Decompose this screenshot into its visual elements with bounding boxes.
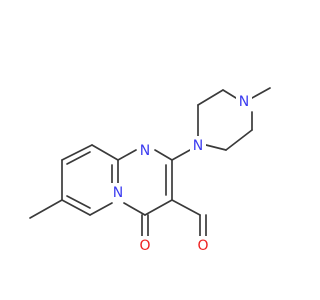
bond-c3-c4	[144, 199, 173, 216]
molecule-canvas: N N N N O O	[29, 87, 271, 254]
atom-label-n-piperazine-1: N	[193, 138, 203, 154]
bond-c8-c7-inner	[66, 151, 91, 165]
bond-c9-c8	[91, 144, 119, 161]
bond-ca-cb	[197, 89, 224, 106]
bond-c8-c7	[61, 144, 93, 161]
bond-c5-n	[89, 202, 113, 216]
atom-label-o-aldehyde: O	[197, 238, 208, 254]
bond-c2-npip	[171, 149, 191, 161]
atom-label-o-ketone: O	[139, 238, 150, 254]
bond-c9a-n1	[117, 149, 137, 161]
bond-c6-methyl	[29, 199, 63, 219]
bond-n1-c2	[154, 149, 173, 161]
atom-label-n-bridgehead: N	[113, 185, 123, 201]
bond-cc-cd	[225, 129, 253, 151]
bond-cb-n4	[222, 89, 237, 99]
atom-label-n-pyrimidine: N	[140, 143, 150, 159]
bond-n4-methyl	[251, 87, 271, 99]
bond-c3-cho	[171, 199, 201, 216]
bonds	[29, 87, 271, 237]
bond-c6-c5-inner	[66, 195, 91, 209]
bond-c6-c5	[61, 199, 91, 216]
atoms: N N N N O O	[110, 92, 252, 254]
bond-cd-npip	[205, 144, 227, 151]
bond-c4-n	[123, 202, 146, 216]
atom-label-n-piperazine-4: N	[239, 94, 249, 110]
molecule-structure: N N N N O O	[29, 87, 271, 254]
